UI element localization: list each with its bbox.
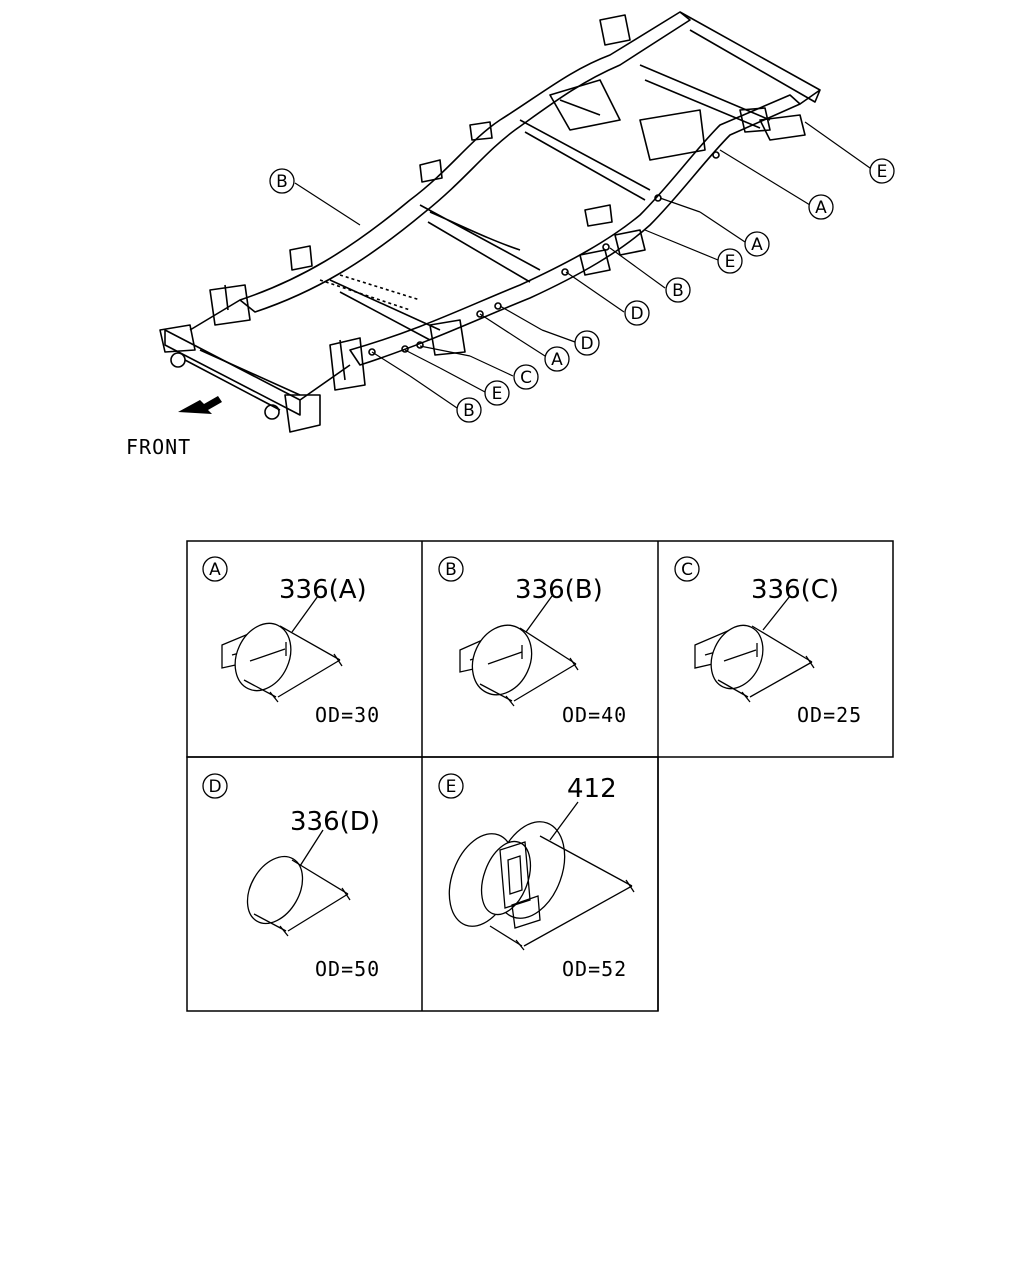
part-number: 336(C) [751,575,839,605]
callout-e-top-right: E [869,158,895,184]
callout-e-lower: E [484,380,510,406]
svg-text:D: D [630,304,643,324]
svg-text:B: B [672,281,684,301]
chassis-frame [159,11,821,433]
od-value: OD=40 [562,703,627,727]
svg-text:E: E [877,162,888,182]
callout-a-rear: A [808,194,834,220]
cross-member-2 [419,204,541,283]
part-number: 336(D) [290,807,380,837]
callout-a-mid: A [744,231,770,257]
svg-text:B: B [463,401,475,421]
detail-panel-e: E 412 OD=52 [438,773,635,981]
svg-text:E: E [725,252,736,272]
callout-d-lower: D [574,330,600,356]
part-number: 336(B) [515,575,603,605]
grommet-drawing [448,801,635,951]
svg-text:C: C [520,368,532,388]
plug-drawing [221,595,343,703]
od-value: OD=52 [562,957,627,981]
front-arrow-icon [178,396,222,414]
callout-b-lower: B [456,397,482,423]
svg-text:A: A [815,198,827,218]
od-value: OD=30 [315,703,380,727]
callout-c-lower: C [513,364,539,390]
od-value: OD=25 [797,703,862,727]
callout-e-mid: E [717,248,743,274]
plug-drawing [694,595,815,703]
od-value: OD=50 [315,957,380,981]
svg-text:B: B [276,172,288,192]
callout-markers: E A A E B B D D [269,158,895,423]
svg-text:A: A [751,235,763,255]
rear-cross-member [679,11,821,105]
callout-b-mid: B [665,277,691,303]
panel-letter: A [209,560,221,580]
detail-panel-b: B 336(B) OD=40 [438,556,627,727]
part-number: 336(A) [279,575,367,605]
panel-letter: B [445,560,457,580]
panel-letter: E [446,777,457,797]
svg-text:A: A [551,350,563,370]
detail-panel-a: A 336(A) OD=30 [202,556,380,727]
callout-d-mid: D [624,300,650,326]
svg-text:D: D [580,334,593,354]
plug-drawing [246,829,351,937]
callout-b-left: B [269,168,295,194]
left-side-rail [239,11,691,313]
detail-panel-d: D 336(D) OD=50 [202,773,380,981]
front-label: FRONT [126,435,191,459]
cross-member-3 [329,279,441,341]
part-number: 412 [567,774,617,804]
cross-member-1 [519,119,651,201]
plug-drawing [459,595,579,707]
detail-panels-grid [186,540,894,1012]
panel-letter: C [681,560,693,580]
right-side-rail [349,94,801,366]
detail-panel-c: C 336(C) OD=25 [674,556,862,727]
svg-text:E: E [492,384,503,404]
front-cross-member [164,299,351,416]
callout-a-lower: A [544,346,570,372]
panel-letter: D [208,777,221,797]
